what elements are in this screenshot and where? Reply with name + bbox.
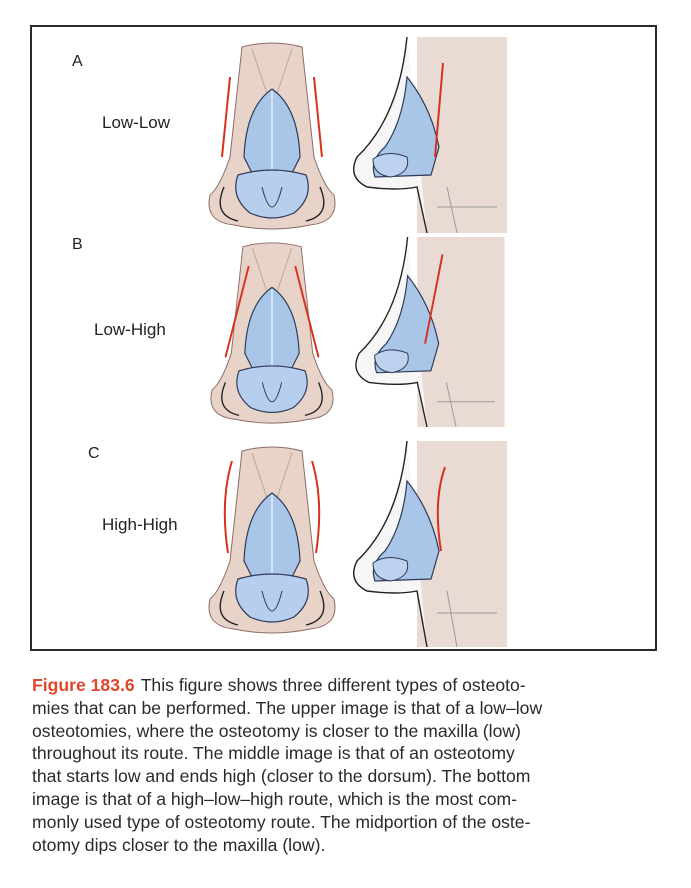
panel-b: B Low-High xyxy=(32,232,655,427)
caption-line: otomy dips closer to the maxilla (low). xyxy=(32,834,326,855)
osteotomy-line xyxy=(436,466,446,552)
nose-frontal-illustration xyxy=(210,242,334,424)
osteotomy-line xyxy=(311,460,321,554)
nose-profile-illustration xyxy=(355,237,505,427)
figure-frame: A Low-Low B Low-High xyxy=(30,25,657,651)
panel-label: High-High xyxy=(102,515,178,534)
panel-letter: C xyxy=(88,445,100,462)
panel-a: A Low-Low xyxy=(32,27,655,233)
panel-letter: A xyxy=(72,53,83,70)
caption-line: osteotomies, where the osteotomy is clos… xyxy=(32,720,521,741)
caption-line: image is that of a high–low–high route, … xyxy=(32,788,518,809)
osteotomy-line xyxy=(424,254,444,344)
nose-profile-illustration xyxy=(353,37,507,233)
osteotomy-line xyxy=(434,62,444,158)
panel-label: Low-Low xyxy=(102,113,171,132)
panel-c: C High-High xyxy=(32,427,655,649)
osteotomy-line xyxy=(313,76,323,158)
nose-frontal-illustration xyxy=(208,42,336,230)
caption-line: monly used type of osteotomy route. The … xyxy=(32,811,531,832)
osteotomy-line xyxy=(294,265,320,358)
osteotomy-line xyxy=(221,76,231,158)
nose-frontal-illustration xyxy=(208,446,336,634)
caption-text: This figure shows three different types … xyxy=(140,675,526,695)
osteotomy-line xyxy=(223,460,233,554)
panel-label: Low-High xyxy=(94,320,166,339)
caption-line: throughout its route. The middle image i… xyxy=(32,743,515,764)
osteotomy-line xyxy=(224,265,250,358)
nose-profile-illustration xyxy=(353,441,507,647)
panel-letter: B xyxy=(72,236,83,253)
caption-line: that starts low and ends high (closer to… xyxy=(32,766,531,787)
figure-reference: Figure 183.6 xyxy=(32,675,135,695)
caption-line: mies that can be performed. The upper im… xyxy=(32,697,543,718)
